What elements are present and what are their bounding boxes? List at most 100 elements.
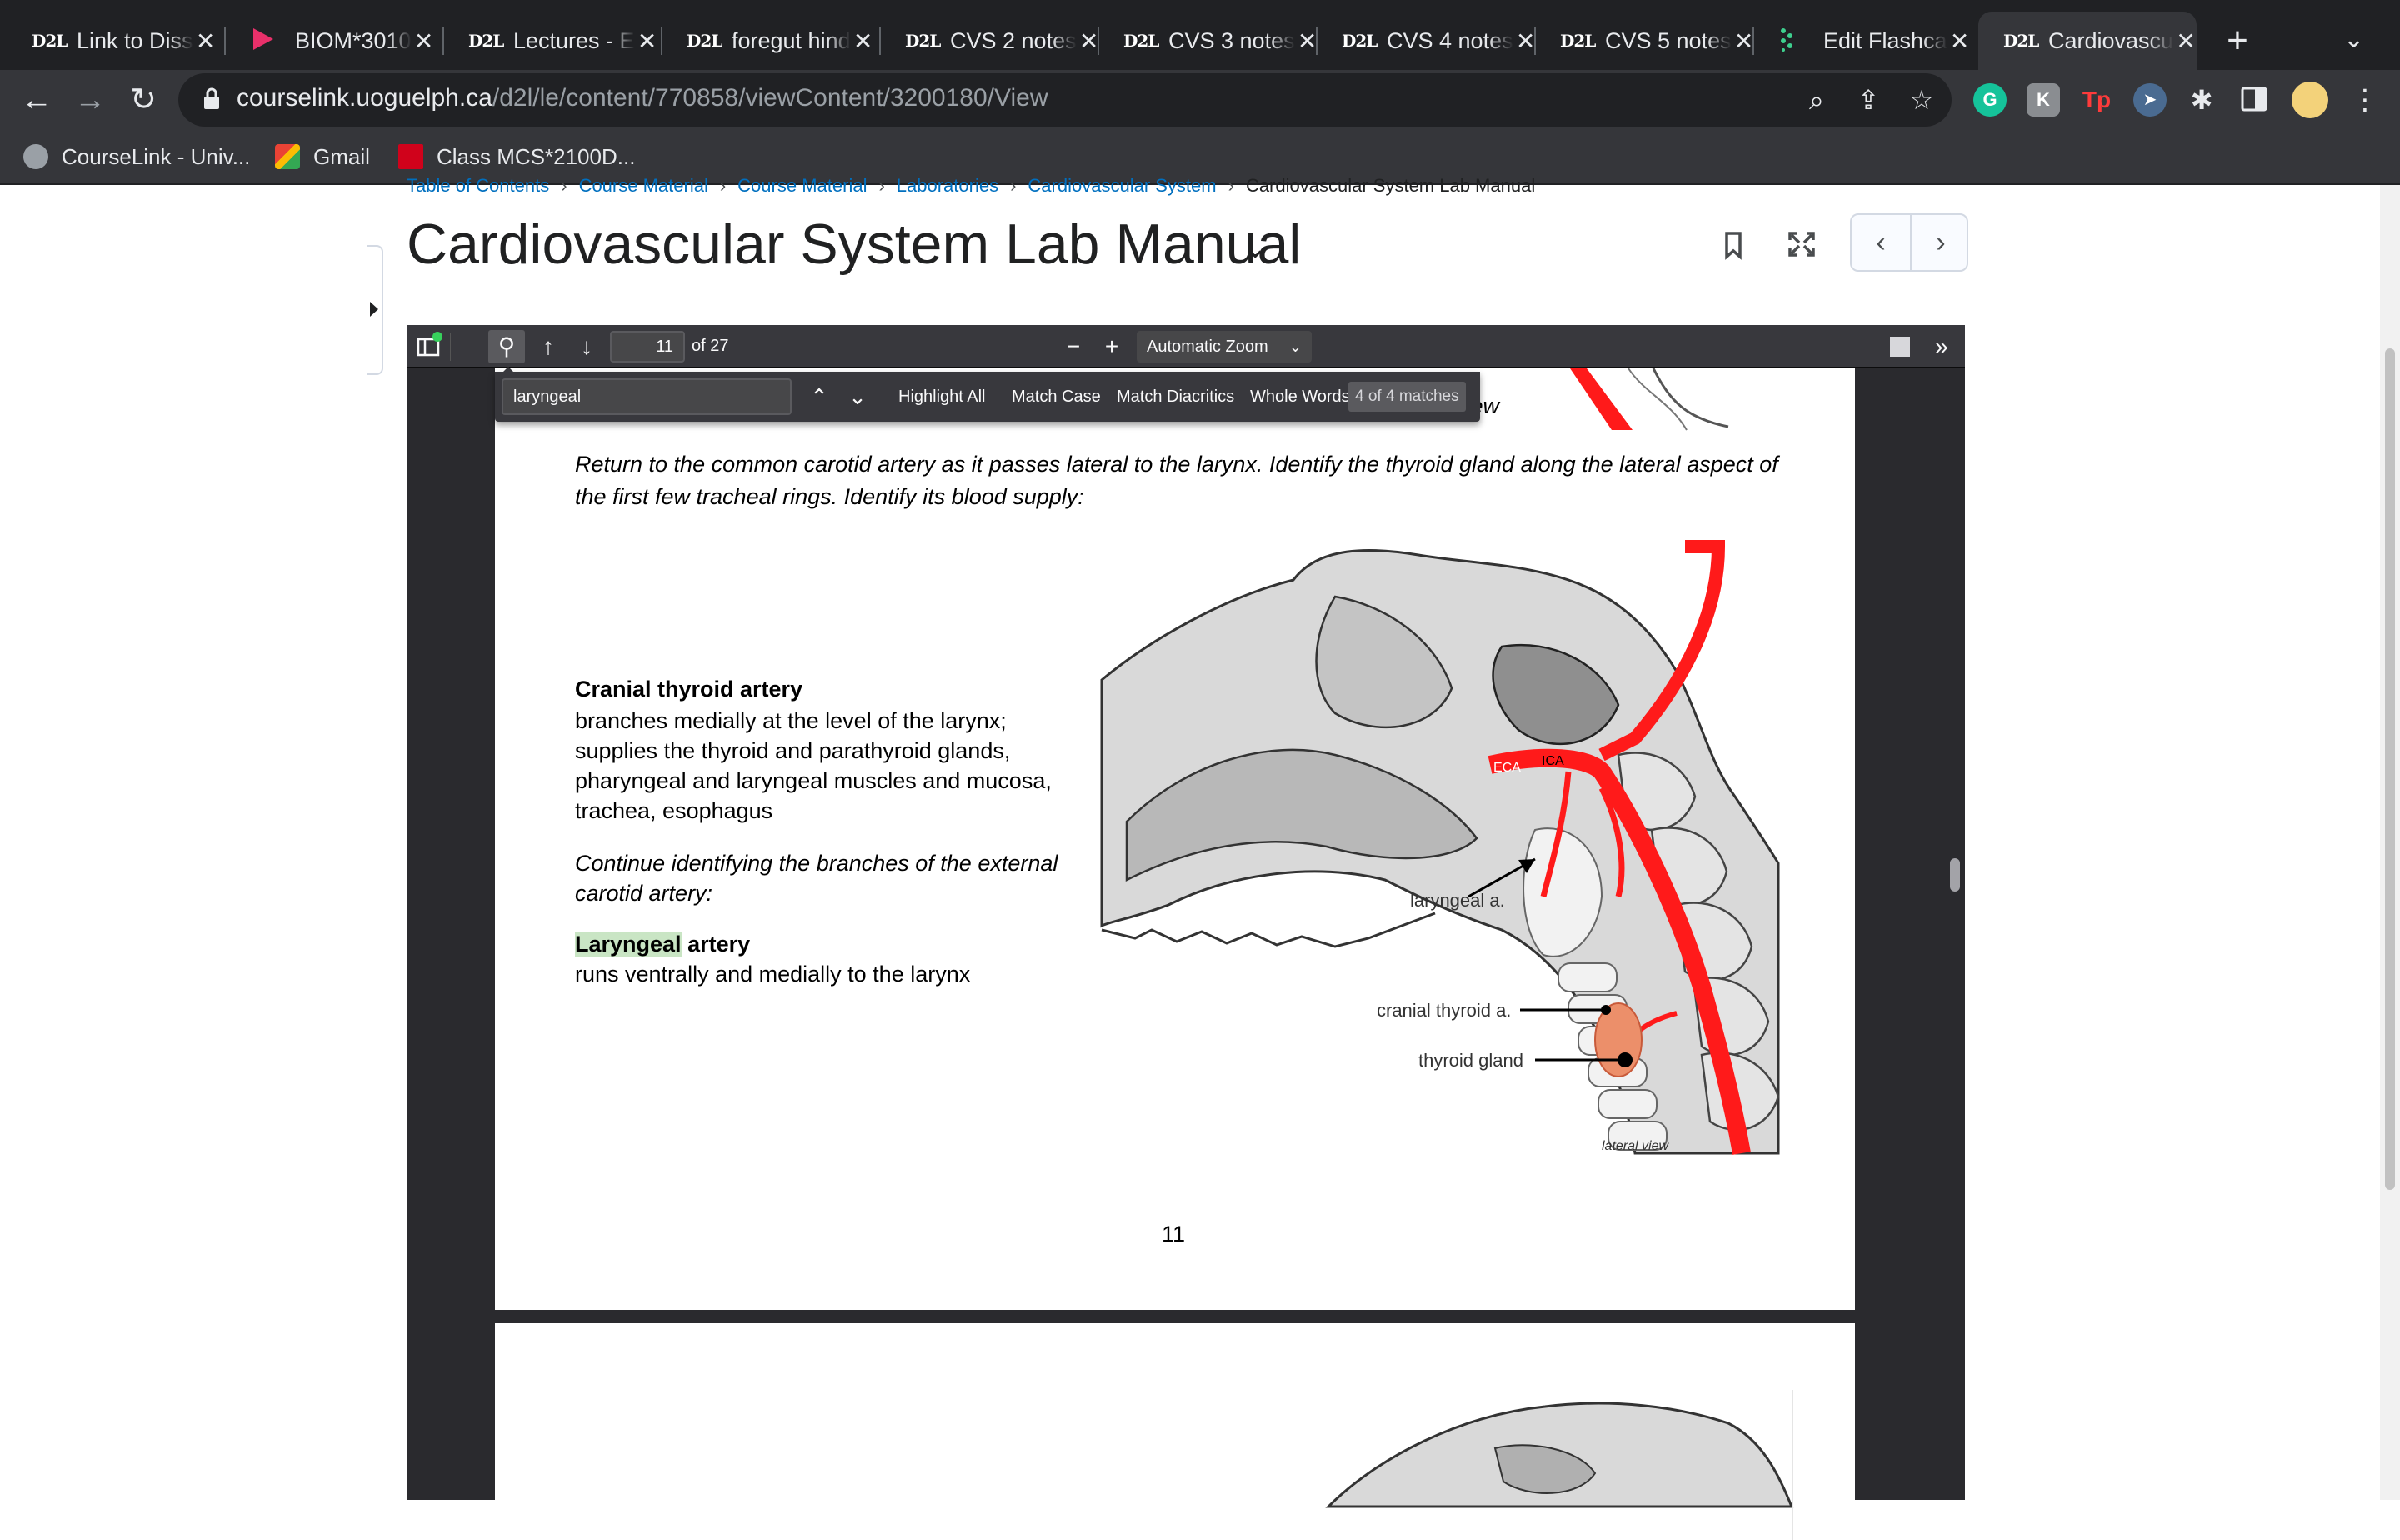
close-tab-icon[interactable]: ✕ [1078,28,1099,54]
bookmark-class-mcs[interactable]: Class MCS*2100D... [398,142,635,172]
pdf-page-12 [495,1323,1855,1540]
d2l-icon: D2L [687,31,722,51]
k-extension-icon[interactable]: K [2027,83,2060,117]
eca-label: ECA [1493,761,1521,775]
highlight-all-checkbox[interactable]: Highlight All [898,388,986,406]
page-scrollbar[interactable] [2380,185,2400,1500]
tab-search-chevron-icon[interactable]: ⌄ [2343,26,2365,53]
back-button[interactable]: ← [21,82,52,118]
ica-label: ICA [1542,754,1564,768]
url-text[interactable]: courselink.uoguelph.ca/d2l/le/content/77… [237,84,1048,112]
page-count: of 27 [692,337,729,355]
sidebar-toggle-icon[interactable] [412,330,445,363]
tab-title: Edit Flashca [1823,28,1948,53]
tab-9[interactable]: Edit Flashca✕ [1753,12,1972,70]
find-toggle-search-icon[interactable]: ⚲ [488,330,525,363]
previous-topic-button[interactable]: ‹ [1876,227,1886,258]
zoom-out-icon[interactable]: − [1066,333,1081,359]
breadcrumb-link[interactable]: Course Material [738,175,868,196]
bookmark-courselink[interactable]: CourseLink - Univ... [23,142,250,172]
zoom-icon[interactable]: ⌕ [1809,85,1824,115]
title-menu-chevron-icon[interactable]: ⌄ [1243,232,1268,264]
profile-avatar[interactable] [2292,82,2328,118]
page-number-footer: 11 [1162,1222,1186,1247]
lateral-view-label: lateral view [1602,1139,1669,1153]
address-bar[interactable] [178,73,1952,127]
close-tab-icon[interactable]: ✕ [637,28,658,54]
match-case-checkbox[interactable]: Match Case [1012,388,1101,406]
tools-menu-double-chevron-icon[interactable]: » [1935,333,1948,359]
cranial-thyroid-description: branches medially at the level of the la… [575,708,1052,823]
new-tab-button[interactable]: + [2227,20,2248,61]
tab-title: foregut hind [732,28,851,53]
bookmark-gmail[interactable]: Gmail [275,142,370,172]
tab-title: CVS 3 notes [1168,28,1295,53]
mcgraw-icon [398,144,423,169]
side-panel-icon[interactable] [2240,85,2268,113]
next-page-down-icon[interactable]: ↓ [581,333,592,359]
tab-separator [1752,27,1754,55]
zoom-select[interactable]: Automatic Zoom⌄ [1137,331,1312,362]
close-tab-icon[interactable]: ✕ [1733,28,1754,54]
tp-extension-icon[interactable]: Tp [2082,87,2112,112]
forward-button[interactable]: → [74,82,106,118]
next-page-figure-remnant [1325,1402,1794,1508]
find-results-count: 4 of 4 matches [1348,382,1466,412]
breadcrumb-link[interactable]: Table of Contents [407,175,550,196]
close-tab-icon[interactable]: ✕ [195,28,216,54]
page-number-input[interactable]: 11 [610,331,685,362]
tab-separator [1316,27,1318,55]
match-diacritics-checkbox[interactable]: Match Diacritics [1117,388,1235,406]
pdf-scrollbar-thumb[interactable] [1950,858,1960,892]
find-previous-chevron-icon[interactable]: ⌃ [810,384,828,409]
tab-separator [1534,27,1536,55]
cursor-extension-icon[interactable]: ➤ [2133,83,2167,117]
page-scrollbar-thumb[interactable] [2385,348,2395,1190]
extensions-puzzle-icon[interactable]: ✱ [2190,85,2213,115]
lock-icon[interactable] [203,87,220,110]
breadcrumb-link[interactable]: Cardiovascular System [1028,175,1217,196]
toc-panel-toggle[interactable] [367,245,383,375]
close-tab-icon[interactable]: ✕ [1515,28,1536,54]
tab-title: CVS 4 notes [1387,28,1513,53]
tab-separator [224,27,226,55]
reload-button[interactable]: ↻ [130,82,157,118]
zoom-in-icon[interactable]: + [1104,333,1119,359]
continue-instruction: Continue identifying the branches of the… [575,851,1058,906]
share-icon[interactable]: ⇪ [1857,85,1880,115]
close-tab-icon[interactable]: ✕ [2176,28,2196,54]
presentation-mode-icon[interactable] [1887,330,1913,363]
tab-title: Cardiovascu [2048,28,2174,53]
tab-4[interactable]: D2L foregut hind✕ [662,12,880,70]
menu-kebab-icon[interactable]: ⋮ [2351,84,2379,116]
find-next-chevron-icon[interactable]: ⌄ [848,384,867,409]
tab-separator [442,27,444,55]
bookmark-star-icon[interactable]: ☆ [1909,85,1934,115]
d2l-icon: D2L [468,31,504,51]
whole-words-checkbox[interactable]: Whole Words [1250,388,1350,406]
tab-title: Link to Diss [77,28,193,53]
find-input[interactable]: laryngeal [502,378,792,415]
pdf-find-bar: laryngeal ⌃ ⌄ Highlight All Match Case M… [495,367,1480,422]
breadcrumb-link[interactable]: Course Material [578,175,708,196]
next-topic-button[interactable]: › [1936,227,1946,258]
fullscreen-icon[interactable] [1772,215,1832,273]
close-tab-icon[interactable]: ✕ [1297,28,1318,54]
previous-figure-remnant [1478,368,1737,431]
bookmark-icon[interactable] [1703,215,1763,273]
close-tab-icon[interactable]: ✕ [413,28,434,54]
thyroid-gland-label: thyroid gland [1418,1050,1523,1071]
close-tab-icon[interactable]: ✕ [852,28,873,54]
tab-2[interactable]: BIOM*3010✕ [225,12,443,70]
breadcrumb-link[interactable]: Laboratories [896,175,999,196]
close-tab-icon[interactable]: ✕ [1949,28,1970,54]
previous-page-up-icon[interactable]: ↑ [542,333,554,359]
grammarly-icon[interactable]: G [1973,83,2007,117]
